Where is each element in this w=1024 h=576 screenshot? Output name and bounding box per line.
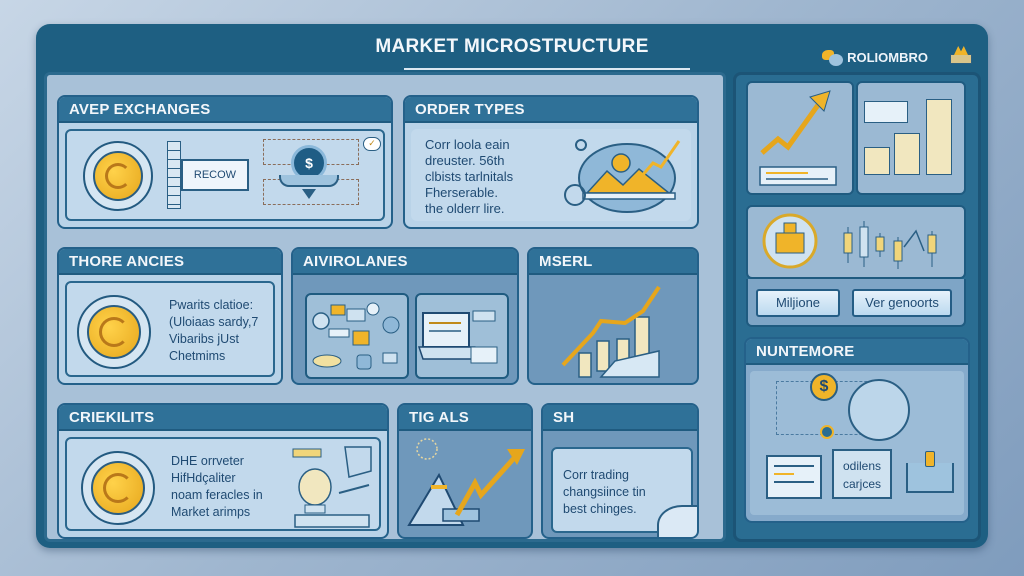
card-crieklits[interactable]: CRIEKILITS DHE orrveter HifHdçaliter noa…	[57, 403, 389, 539]
dollar-icon: $	[810, 373, 838, 401]
logo-text: ROLIOMBRO	[847, 49, 928, 65]
jar-machine-icon	[292, 446, 372, 528]
card-mserl[interactable]: MSERL	[527, 247, 699, 385]
agencies-text: Pwarits clatioe: (Uloiaas sardy,7 Vibari…	[169, 298, 259, 363]
card-title: AIVIROLANES	[293, 249, 517, 275]
laptop-panel[interactable]	[415, 293, 509, 379]
card-title: NUNTEMORE	[746, 339, 968, 365]
card-agencies[interactable]: THORE ANCIES Pwarits clatioe: (Uloiaas s…	[57, 247, 283, 385]
card-body: Corr loola eain dreuster. 56th clbists t…	[411, 129, 691, 221]
miljione-button[interactable]: Miljione	[756, 289, 840, 317]
globe-machine-icon	[848, 379, 910, 441]
card-title: CRIEKILITS	[59, 405, 387, 431]
trend-up-arrow-icon	[759, 90, 837, 186]
coin-icon	[81, 451, 155, 525]
card-body: $ odilens carjces	[750, 371, 964, 515]
bar-icon	[926, 99, 952, 175]
card-sh[interactable]: SH Corr trading changsiince tin best chi…	[541, 403, 699, 539]
scroll-curl-icon	[657, 505, 697, 537]
main-frame: MARKET MICROSTRUCTURE ROLIOMBRO AVEP EXC…	[36, 24, 988, 548]
robot-candles-panel[interactable]	[746, 205, 966, 279]
network-icon	[312, 302, 400, 370]
laptop-icon	[417, 310, 498, 364]
card-avirolanes[interactable]: AIVIROLANES	[291, 247, 519, 385]
order-types-text: Corr loola eain dreuster. 56th clbists t…	[425, 137, 514, 216]
orders-box: odilens carjces	[832, 449, 892, 499]
network-diagram-panel[interactable]	[305, 293, 409, 379]
sh-text: Corr trading changsiince tin best chinge…	[563, 468, 646, 516]
buttons-panel: Miljione Ver genoorts	[746, 279, 966, 327]
card-order-types[interactable]: ORDER TYPES Corr loola eain dreuster. 56…	[403, 95, 699, 229]
robot-candlestick-icon	[762, 213, 937, 269]
bird-logo-icon	[822, 48, 844, 66]
recow-box: RECOW	[181, 159, 249, 191]
title-underline	[404, 68, 690, 70]
check-cloud-icon: ✓	[363, 137, 381, 151]
card-nuntemore[interactable]: NUNTEMORE $ odilens carjces	[744, 337, 970, 523]
card-body: Pwarits clatioe: (Uloiaas sardy,7 Vibari…	[65, 281, 275, 377]
card-body: DHE orrveter HifHdçaliter noam feracles …	[65, 437, 381, 531]
card-title: AVEP EXCHANGES	[59, 97, 391, 123]
bottle-icon	[925, 451, 935, 467]
coin-icon	[77, 295, 151, 369]
left-content-area: AVEP EXCHANGES RECOW $ ✓ ORDER TYPES Cor…	[44, 72, 726, 542]
mountain-arrow-icon	[407, 438, 525, 526]
page-title: MARKET MICROSTRUCTURE	[375, 36, 649, 57]
ver-genoorts-button[interactable]: Ver genoorts	[852, 289, 952, 317]
trend-arrow-panel[interactable]	[746, 81, 854, 195]
server-rack-icon	[167, 141, 181, 209]
coin-icon	[83, 141, 153, 211]
card-title: SH	[543, 405, 697, 431]
card-title: TIG ALS	[399, 405, 531, 431]
right-column: Miljione Ver genoorts NUNTEMORE $ odilen…	[733, 72, 981, 542]
bar-stack-panel[interactable]	[856, 81, 966, 195]
landscape-chart-icon	[564, 139, 681, 213]
document-icon	[864, 101, 908, 123]
drop-icon	[820, 425, 834, 439]
document-icon	[766, 455, 822, 499]
card-tig-als[interactable]: TIG ALS	[397, 403, 533, 539]
card-title: ORDER TYPES	[405, 97, 697, 123]
card-title: MSERL	[529, 249, 697, 275]
tray-icon	[279, 175, 339, 187]
bar-icon	[894, 133, 920, 175]
card-body: RECOW $ ✓	[65, 129, 385, 221]
crown-badge-icon	[948, 46, 974, 70]
bar-icon	[864, 147, 890, 175]
card-exchanges[interactable]: AVEP EXCHANGES RECOW $ ✓	[57, 95, 393, 229]
bucket-icon	[906, 463, 954, 493]
down-arrow-icon	[302, 189, 316, 199]
card-title: THORE ANCIES	[59, 249, 281, 275]
brand-logo: ROLIOMBRO	[822, 48, 928, 66]
crieklits-text: DHE orrveter HifHdçaliter noam feracles …	[171, 454, 263, 519]
growth-chart-icon	[561, 285, 661, 378]
